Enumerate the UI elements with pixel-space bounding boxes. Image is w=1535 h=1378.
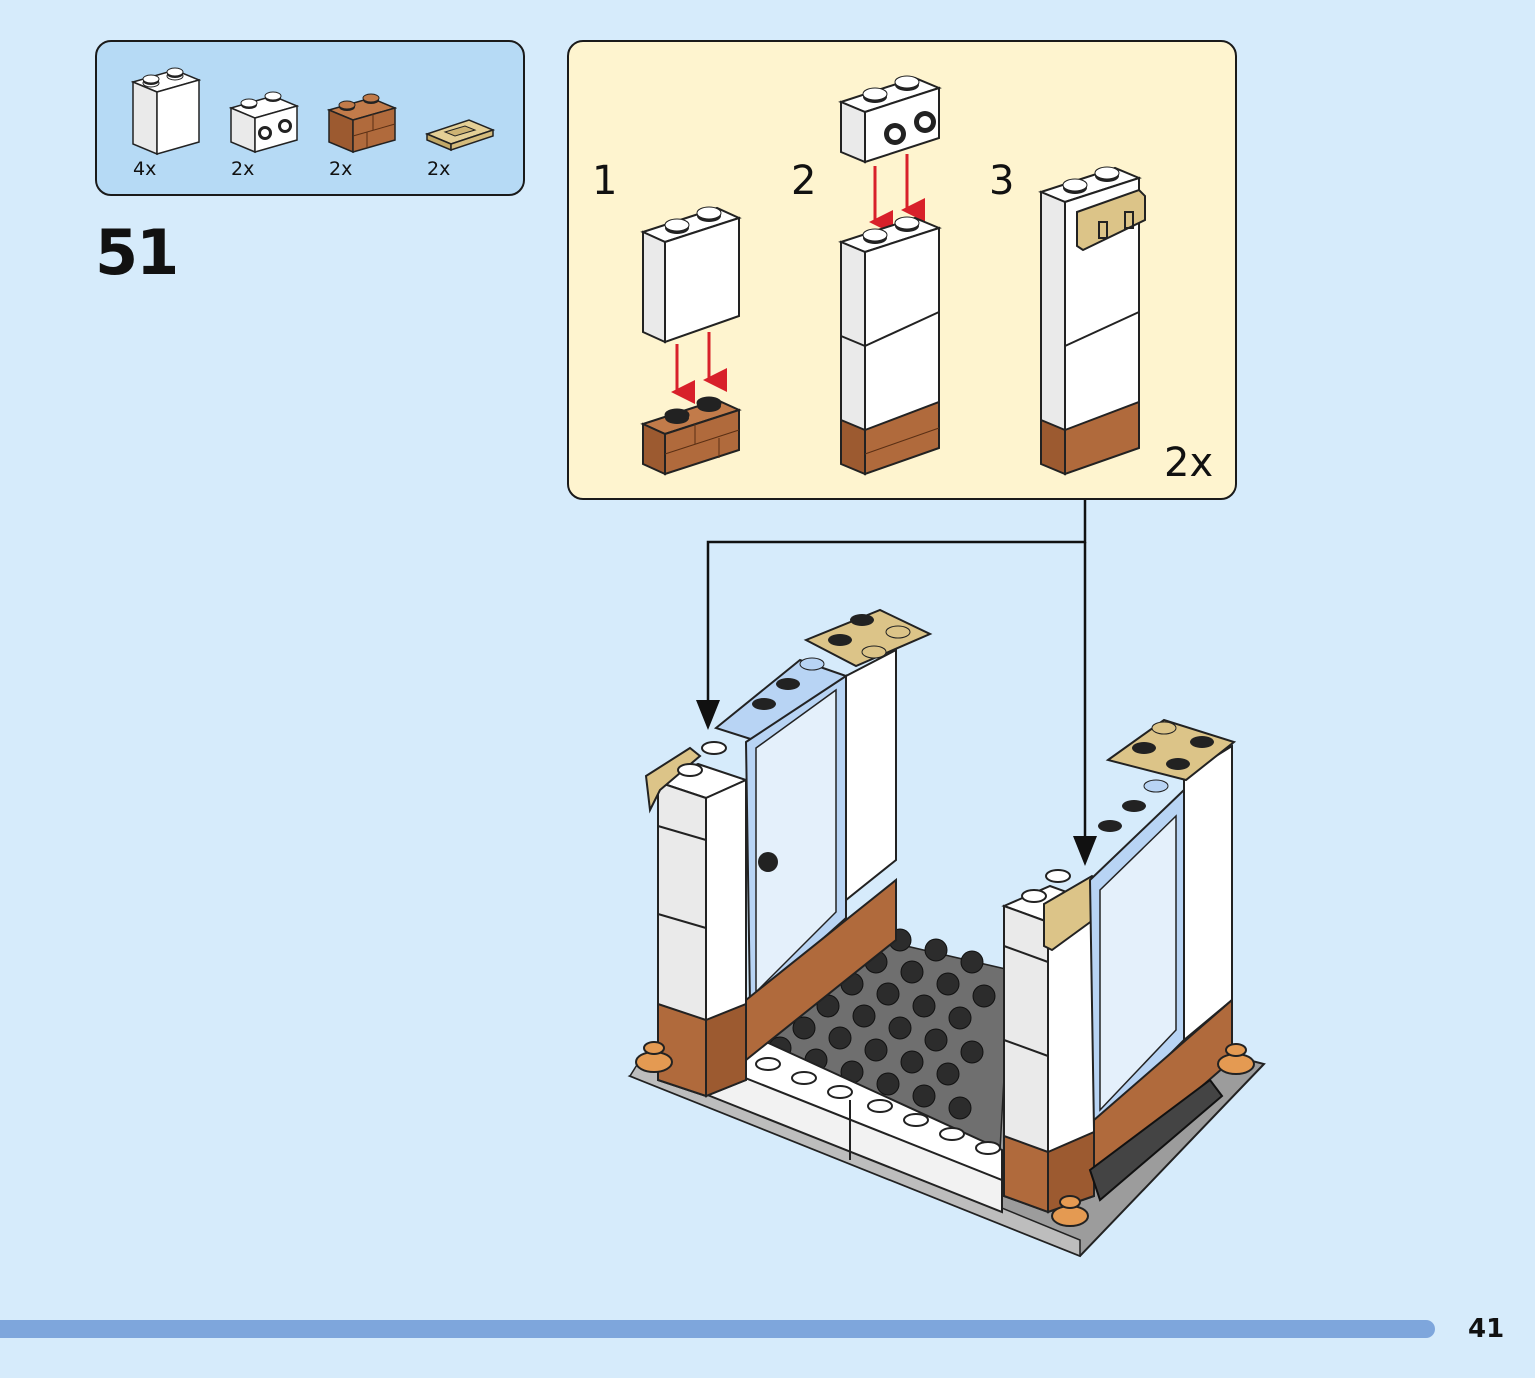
parts-list-box: 4x 2x 2x <box>95 40 525 196</box>
part-quantity: 2x <box>329 158 353 180</box>
vent-grille <box>1088 1078 1224 1202</box>
substep-label: 1 <box>592 158 618 204</box>
substep-illustration <box>640 75 1146 476</box>
substep-label: 2 <box>791 158 817 204</box>
white-brick-1x2x2-icon <box>131 62 201 158</box>
step-number: 51 <box>95 216 179 289</box>
arrow-down-icon <box>1073 836 1097 866</box>
left-pillar <box>644 741 749 1098</box>
substep-multiplier: 2x <box>1164 440 1214 486</box>
substep-callout: 1 2 3 2x <box>567 40 1237 500</box>
corner-studs <box>635 1041 1255 1227</box>
page-progress-bar <box>0 1320 1435 1338</box>
callout-connector-lines <box>706 500 1087 842</box>
substep-1-assembly <box>640 206 742 476</box>
substep-label: 3 <box>989 158 1015 204</box>
tan-tile-1x2-with-clip-icon <box>425 114 495 154</box>
page-number: 41 <box>1468 1314 1505 1344</box>
part-quantity: 2x <box>427 158 451 180</box>
substep-2-assembly <box>838 75 942 476</box>
part-quantity: 2x <box>231 158 255 180</box>
back-wall <box>845 648 897 903</box>
brown-masonry-brick-1x2-icon <box>327 92 397 154</box>
right-pillar <box>1001 869 1105 1214</box>
substep-3-assembly <box>1038 166 1146 476</box>
left-window <box>713 657 849 1007</box>
arrow-down-icon <box>696 700 720 730</box>
white-brick-1x2-with-studs-on-side-icon <box>229 90 299 156</box>
part-quantity: 4x <box>133 158 157 180</box>
